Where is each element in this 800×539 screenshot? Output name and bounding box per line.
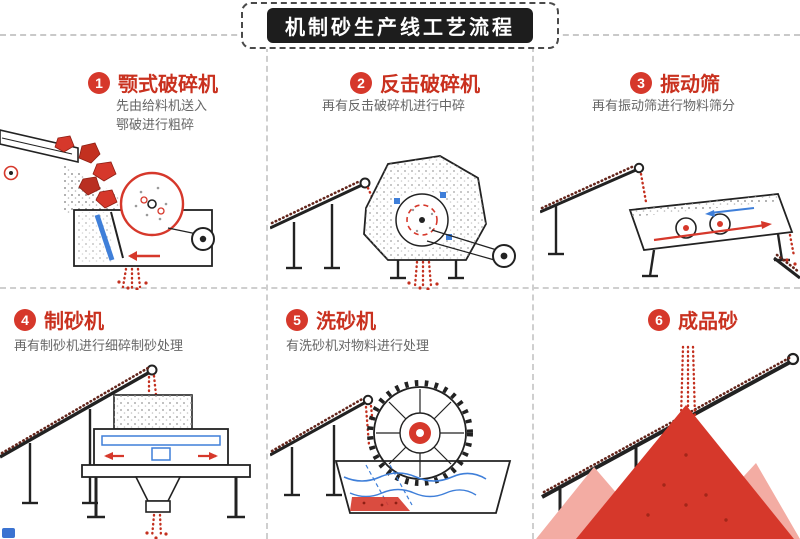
page-title: 机制砂生产线工艺流程 <box>267 8 533 43</box>
step-4-title: 制砂机 <box>44 311 104 333</box>
step-6-title: 成品砂 <box>678 311 738 333</box>
step-2-desc-line-1: 再有反击破碎机进行中碎 <box>322 98 466 113</box>
support-table <box>81 464 251 519</box>
step-5-number-badge: 5 <box>286 308 308 331</box>
drive-wheel <box>167 227 215 251</box>
sand-making-machine-illustration <box>0 364 251 539</box>
discharge-chute <box>773 233 800 280</box>
bucket-wheel <box>367 380 473 486</box>
step-4-number-badge: 4 <box>14 308 36 331</box>
crushed-output-stream <box>117 267 148 290</box>
falling-sand-stream <box>679 345 697 423</box>
step-5-description: 有洗砂机对物料进行处理 <box>286 336 429 355</box>
step-2-description: 再有反击破碎机进行中碎 <box>322 96 465 115</box>
step-1-desc-line-1: 先由给料机送入 <box>116 98 208 113</box>
feed-stream <box>639 172 648 204</box>
step-1-description: 先由给料机送入 鄂破进行粗碎 <box>116 96 207 134</box>
step-4-desc-line-1: 再有制砂机进行细碎制砂处理 <box>14 338 184 353</box>
feed-conveyor <box>270 177 371 270</box>
title-banner: 机制砂生产线工艺流程 <box>241 2 559 49</box>
impact-crusher-illustration <box>270 155 516 290</box>
belt-drive <box>426 229 516 268</box>
step-1-title: 颚式破碎机 <box>118 74 218 96</box>
step-1-number-badge: 1 <box>88 71 110 94</box>
step-4-description: 再有制砂机进行细碎制砂处理 <box>14 336 183 355</box>
grid-divider-horizontal <box>0 287 800 289</box>
step-3-description: 再有振动筛进行物料筛分 <box>592 96 735 115</box>
step-3-title: 振动筛 <box>660 74 720 96</box>
vibrating-screen-illustration <box>540 162 800 280</box>
wash-tank <box>334 460 512 514</box>
step-5-title: 洗砂机 <box>316 311 376 333</box>
step-2-title: 反击破碎机 <box>380 74 480 96</box>
step-2-header: 2 反击破碎机 <box>350 68 480 97</box>
crusher-housing <box>363 155 487 280</box>
finished-sand-illustration <box>536 345 800 539</box>
machine-body <box>93 394 229 466</box>
step-3-header: 3 振动筛 <box>630 68 720 97</box>
feeder-conveyor <box>0 129 79 181</box>
feed-stream <box>147 374 158 397</box>
step-5-header: 5 洗砂机 <box>286 305 376 334</box>
watermark-logo <box>2 528 15 538</box>
step-5-desc-line-1: 有洗砂机对物料进行处理 <box>286 338 430 353</box>
sand-output-stream <box>145 513 168 539</box>
flywheel <box>119 171 185 237</box>
screen-deck <box>628 193 794 278</box>
feed-conveyor <box>540 162 645 256</box>
jaw-crusher-illustration <box>0 129 215 290</box>
sand-piles <box>536 405 800 539</box>
crushed-output-stream <box>407 260 439 290</box>
sand-washing-machine-illustration <box>270 380 512 514</box>
step-3-desc-line-1: 再有振动筛进行物料筛分 <box>592 98 736 113</box>
feed-conveyor <box>0 364 158 505</box>
step-1-header: 1 颚式破碎机 <box>88 68 218 97</box>
feed-conveyor <box>270 394 374 497</box>
rock-lumps <box>54 135 118 209</box>
step-6-number-badge: 6 <box>648 308 670 331</box>
step-3-number-badge: 3 <box>630 71 652 94</box>
step-6-header: 6 成品砂 <box>648 305 738 334</box>
step-1-desc-line-2: 鄂破进行粗碎 <box>116 117 195 132</box>
step-4-header: 4 制砂机 <box>14 305 104 334</box>
step-2-number-badge: 2 <box>350 71 372 94</box>
